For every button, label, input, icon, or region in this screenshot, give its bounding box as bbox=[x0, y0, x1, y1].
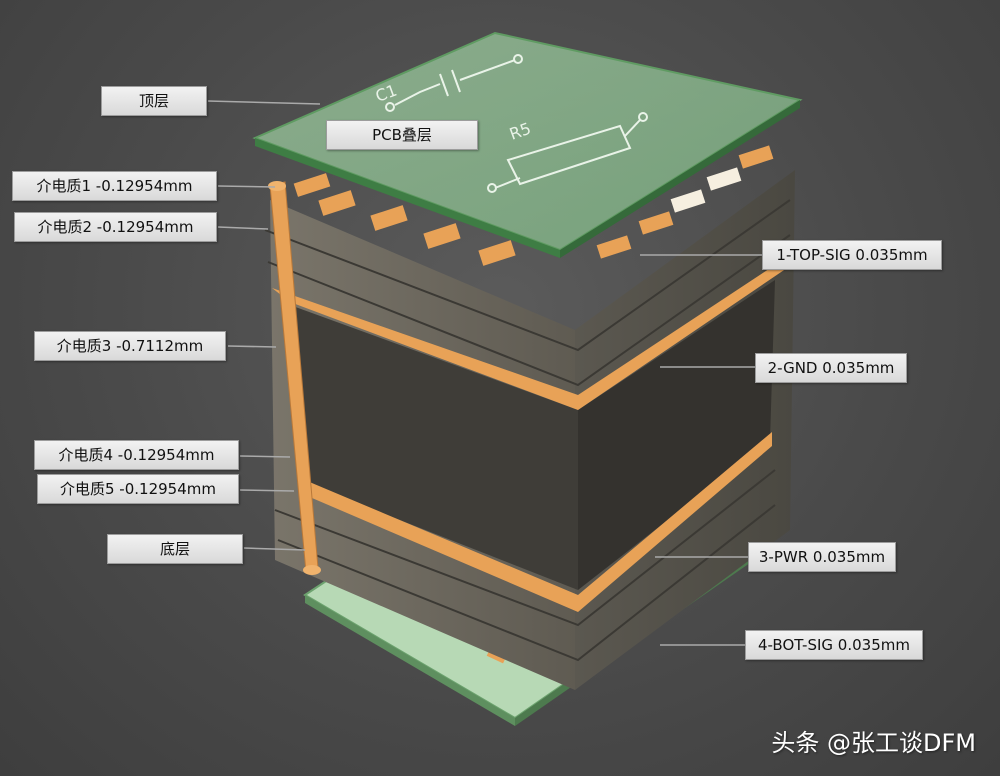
core-front bbox=[290, 305, 578, 590]
top-pads bbox=[293, 145, 774, 266]
gnd-plane bbox=[272, 255, 790, 410]
pcb-stackup-label: PCB叠层 bbox=[326, 120, 478, 150]
layer-2-gnd-label: 2-GND 0.035mm bbox=[755, 353, 907, 383]
bottom-layer-label: 底层 bbox=[107, 534, 243, 564]
dielectric-5-label: 介电质5 -0.12954mm bbox=[37, 474, 239, 504]
core-right bbox=[578, 280, 775, 590]
bottom-board-edge bbox=[305, 595, 515, 726]
layer-3-pwr-label: 3-PWR 0.035mm bbox=[748, 542, 896, 572]
silkscreen-graphics bbox=[385, 54, 648, 193]
top-board-edge-right bbox=[560, 100, 800, 258]
layer-1-top-sig-label: 1-TOP-SIG 0.035mm bbox=[762, 240, 942, 270]
dielectric-2-label: 介电质2 -0.12954mm bbox=[14, 212, 217, 242]
layer-4-bot-sig-label: 4-BOT-SIG 0.035mm bbox=[745, 630, 923, 660]
top-layer-label: 顶层 bbox=[101, 86, 207, 116]
via-bottom-pad bbox=[303, 565, 321, 575]
top-board-edge bbox=[255, 138, 560, 258]
layer-lines bbox=[264, 199, 791, 662]
watermark: 头条 @张工谈DFM bbox=[771, 729, 976, 757]
pwr-plane bbox=[298, 432, 772, 612]
dielectric-4-label: 介电质4 -0.12954mm bbox=[34, 440, 239, 470]
leader-lines bbox=[207, 100, 762, 646]
dielectric-1-label: 介电质1 -0.12954mm bbox=[12, 171, 217, 201]
via-top-pad bbox=[268, 181, 286, 191]
dielectric-3-label: 介电质3 -0.7112mm bbox=[34, 331, 226, 361]
